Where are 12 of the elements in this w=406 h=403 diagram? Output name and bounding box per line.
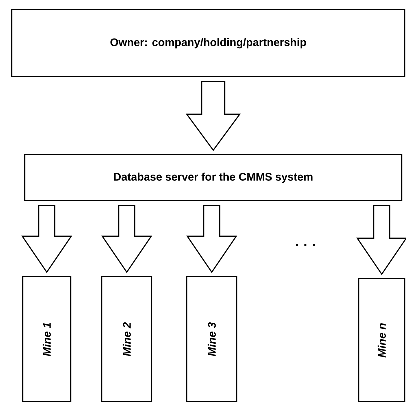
block-arrow (186, 81, 242, 152)
process-box: Database server for the CMMS system (24, 154, 403, 202)
mine-box: Mine 1 (22, 276, 72, 403)
block-arrow (186, 204, 238, 274)
block-arrow (21, 204, 73, 274)
process-box: Owner: company/holding/partnership (11, 9, 406, 78)
mine-box: Mine n (358, 278, 406, 403)
mine-box: Mine 2 (101, 276, 153, 403)
block-arrow (356, 204, 406, 276)
block-arrow (101, 204, 153, 274)
ellipsis: · · · (296, 244, 316, 246)
mine-box: Mine 3 (186, 276, 238, 403)
